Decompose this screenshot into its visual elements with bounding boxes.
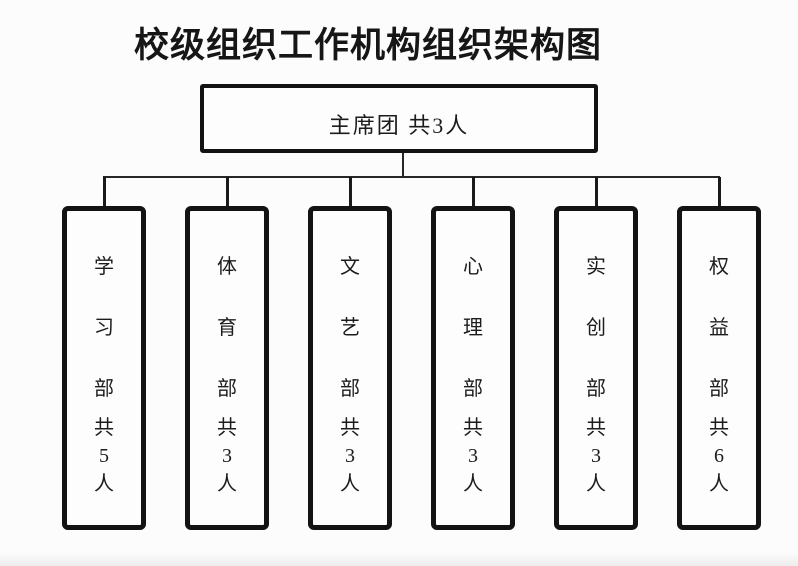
dept-name-vertical: 心理部 — [463, 256, 483, 400]
connector-stub — [718, 177, 721, 207]
dept-count-vertical: 共3人 — [340, 417, 360, 495]
dept-box-innovation: 实创部 共3人 — [554, 206, 638, 530]
dept-box-sports: 体育部 共3人 — [185, 206, 269, 530]
dept-name-vertical: 文艺部 — [340, 256, 360, 400]
root-box-label: 主席团 共3人 — [328, 112, 470, 138]
dept-box-psychology: 心理部 共3人 — [431, 206, 515, 530]
connector-stub — [595, 177, 598, 207]
connector-stub — [349, 177, 352, 207]
connector-stub — [472, 177, 475, 207]
dept-name-vertical: 体育部 — [217, 256, 237, 400]
connector-stub — [103, 177, 106, 207]
dept-count-vertical: 共3人 — [217, 417, 237, 495]
dept-count-vertical: 共3人 — [463, 417, 483, 495]
dept-count-vertical: 共3人 — [586, 417, 606, 495]
connector-horizontal-rail — [103, 176, 720, 178]
dept-box-arts: 文艺部 共3人 — [308, 206, 392, 530]
connector-root-drop — [402, 153, 404, 177]
dept-box-study: 学习部 共5人 — [62, 206, 146, 530]
dept-count-vertical: 共5人 — [94, 417, 114, 495]
dept-name-vertical: 学习部 — [94, 256, 114, 400]
page-title: 校级组织工作机构组织架构图 — [133, 26, 603, 65]
root-box-presidium: 主席团 共3人 — [200, 84, 598, 153]
dept-name-vertical: 实创部 — [586, 256, 606, 400]
dept-count-vertical: 共6人 — [709, 417, 729, 495]
dept-box-rights: 权益部 共6人 — [677, 206, 761, 530]
connector-stub — [226, 177, 229, 207]
dept-name-vertical: 权益部 — [709, 256, 729, 400]
